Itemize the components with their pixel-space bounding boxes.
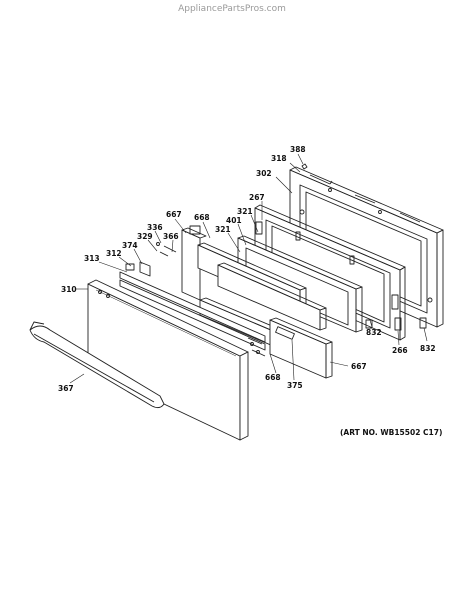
label-267: 267: [249, 193, 265, 202]
leader-lines: [69, 153, 428, 384]
label-401: 401: [226, 216, 242, 225]
label-367: 367: [58, 384, 74, 393]
watermark-text: AppliancePartsPros.com: [178, 4, 286, 14]
label-310: 310: [61, 285, 77, 294]
label-302: 302: [256, 169, 272, 178]
label-321-lower: 321: [215, 225, 231, 234]
label-667-upper: 667: [166, 210, 182, 219]
label-375: 375: [287, 381, 303, 390]
label-313: 313: [84, 254, 100, 263]
label-668-upper: 668: [194, 213, 210, 222]
label-336: 336: [147, 223, 163, 232]
lower-spacers: [199, 297, 333, 379]
glass-support-rails: [119, 261, 266, 357]
label-366: 366: [163, 232, 179, 241]
label-667-lower: 667: [351, 362, 367, 371]
label-312: 312: [106, 249, 122, 258]
art-number: (ART NO. WB15502 C17): [340, 428, 443, 437]
small-hardware: [156, 163, 427, 331]
outer-door-panel: [87, 279, 249, 441]
label-832-right: 832: [420, 344, 436, 353]
door-handle: [29, 321, 165, 409]
label-388: 388: [290, 145, 306, 154]
label-668-lower: 668: [265, 373, 281, 382]
label-329: 329: [137, 232, 153, 241]
label-374: 374: [122, 241, 138, 250]
insulation-spacers: [181, 227, 327, 331]
label-321-upper: 321: [237, 207, 253, 216]
label-832-left: 832: [366, 328, 382, 337]
label-318: 318: [271, 154, 287, 163]
label-266: 266: [392, 346, 408, 355]
